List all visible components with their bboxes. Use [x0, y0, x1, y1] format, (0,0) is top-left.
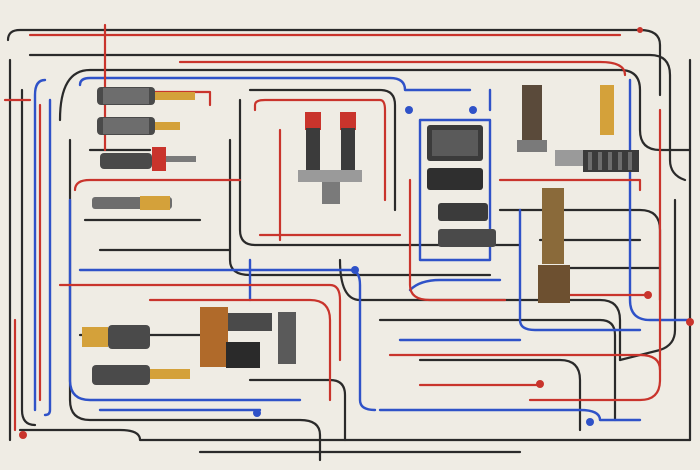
blue-wire-top	[78, 76, 472, 92]
red-wire-center-low	[408, 178, 507, 302]
red-wire-mid	[73, 178, 242, 192]
black-wire-lower-mid	[338, 258, 622, 362]
right-tall-coil	[517, 85, 614, 303]
bottom-left-cylinder	[82, 325, 190, 385]
blue-wire-left-2	[43, 98, 52, 417]
center-twin-tubes	[298, 112, 362, 204]
red-wire-right-vert	[528, 108, 662, 402]
center-right-block	[427, 125, 496, 247]
left-second-cylinder	[97, 117, 180, 135]
red-wire-lower-2	[148, 298, 332, 402]
black-wire-bottom-long	[18, 428, 692, 442]
black-wire-upper-center	[248, 88, 397, 212]
red-terminals	[19, 27, 694, 439]
blue-wire-right-vert	[628, 78, 692, 322]
black-wires	[6, 28, 692, 462]
red-wire-lower	[58, 283, 342, 362]
red-wire-top-right	[178, 60, 627, 77]
right-heat-sink	[555, 150, 639, 172]
terminals	[253, 106, 594, 426]
black-wire-mid-1	[68, 138, 322, 462]
components	[19, 27, 694, 439]
blue-wire-left-loop	[68, 198, 302, 402]
red-wire-right-branch	[498, 178, 642, 192]
blue-wire-right-loop	[518, 208, 642, 332]
left-top-cylinder	[97, 87, 195, 105]
left-fourth-cylinder	[92, 196, 172, 210]
red-wire-bottom	[388, 353, 662, 372]
black-wire-lower-mid2	[378, 318, 617, 422]
black-wire-center-h	[238, 98, 522, 247]
bottom-center-module	[200, 307, 296, 368]
black-wire-top-2	[28, 53, 687, 182]
blue-wire-bottom-right	[378, 408, 642, 422]
blue-wire-outer-left	[33, 78, 47, 412]
black-wire-inner-left	[58, 68, 692, 152]
blue-wire-center-frame	[418, 118, 492, 262]
red-wire-center	[253, 98, 387, 202]
left-third-cylinder	[100, 147, 196, 171]
blue-wire-mid-right	[408, 278, 502, 292]
black-wire-left-vert-2	[20, 88, 37, 427]
black-wire-lower-right	[418, 358, 582, 432]
